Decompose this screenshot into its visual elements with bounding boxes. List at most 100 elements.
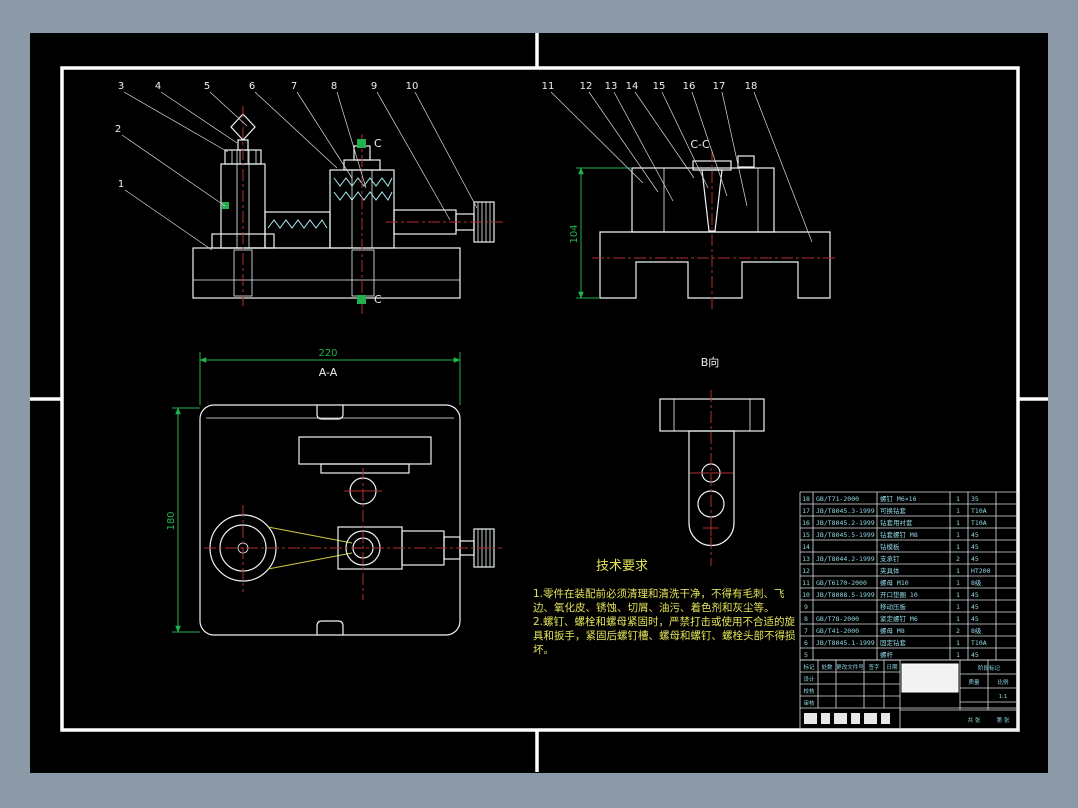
bom-material: 45 [971,615,979,623]
bom-name: 钻模板 [880,542,900,551]
bom-material: 45 [971,603,979,611]
bom-qty: 1 [956,615,960,623]
tb-scale-value: 1:1 [999,694,1008,700]
tb-scale-label: 比例 [997,678,1009,686]
bom-qty: 1 [956,603,960,611]
bom-no: 18 [802,495,810,503]
bom-code: GB/T41-2000 [816,627,859,635]
bom-qty: 2 [956,627,960,635]
bom-no: 7 [804,627,808,635]
bom-material: 8级 [971,578,982,587]
revision-cells [804,713,890,724]
tech-req-line: 边、氧化皮、锈蚀、切屑、油污、着色剂和灰尘等。 [533,601,775,614]
balloon-10: 10 [406,81,419,92]
tb-check: 校核 [803,687,815,695]
cut-label-bottom: C [374,293,382,306]
bom-qty: 1 [956,543,960,551]
balloon-2: 2 [115,124,121,135]
balloon-13: 13 [605,81,618,92]
dim-aa-height: 180 [166,407,200,633]
bom-name: 可换钻套 [880,506,907,515]
bom-qty: 1 [956,579,960,587]
balloons: 1 2 3 4 5 6 7 8 9 10 11 12 13 14 15 16 1… [115,81,813,251]
bom-name: 钻套螺钉 M8 [880,530,918,539]
upper-block [631,167,775,233]
section-cc-label: C-C [690,138,710,151]
balloon-18: 18 [745,81,758,92]
bom-code: JB/T8045.5-1999 [816,531,875,539]
bom-name: 钻套用衬套 [880,518,913,527]
tech-req-line: 具和扳手，紧固后螺钉槽、螺母和螺钉、螺栓头部不得损 [533,629,796,642]
bom-material: 35 [971,495,979,503]
bom-code: GB/T78-2000 [816,615,859,623]
bom-code: JB/T8044.2-1999 [816,555,875,563]
balloon-17: 17 [713,81,726,92]
bom-material: T10A [971,507,987,515]
tech-req-title: 技术要求 [596,559,648,574]
bom-code: JB/T8045.3-1999 [816,507,875,515]
balloon-9: 9 [371,81,377,92]
bom-qty: 1 [956,531,960,539]
bom-qty: 1 [956,495,960,503]
sheet-frame [30,33,1048,772]
bom-name: 螺母 M10 [880,578,909,587]
dim-104: 104 [569,224,580,243]
bom-qty: 1 [956,651,960,659]
balloon-16: 16 [683,81,696,92]
bom-name: 移动压板 [880,602,907,611]
bom-name: 螺母 M8 [880,626,905,635]
front-view: C C [192,106,504,316]
weld-symbol [222,202,229,209]
balloon-6: 6 [249,81,255,92]
bom-qty: 1 [956,567,960,575]
dim-aa-width: 220 [199,348,461,405]
tb-stage: 阶段标记 [978,664,1001,672]
bom-no: 10 [802,591,810,599]
bom-no: 11 [802,579,810,587]
tb-count: 处数 [821,663,833,671]
bom-code: JB/T8045.2-1999 [816,519,875,527]
bom-code: JB/T8045.1-1999 [816,639,875,647]
drawing-sheet [30,33,1048,773]
bom-no: 16 [802,519,810,527]
dim-220: 220 [318,348,337,359]
bom-name: 夹具体 [880,566,900,575]
tech-req-line: 2.螺钉、螺栓和螺母紧固时，严禁打击或使用不合适的旋 [533,615,796,628]
bom-material: T10A [971,519,987,527]
tb-file: 更改文件号 [836,663,864,671]
bom-no: 14 [802,543,810,551]
view-aa: 220 A-A [166,348,502,636]
balloon-3: 3 [118,81,124,92]
bom-material: T10A [971,639,987,647]
tb-sign: 签字 [868,663,880,671]
technical-requirements: 技术要求 1.零件在装配前必须清理和清洗干净，不得有毛刺、飞 边、氧化皮、锈蚀、… [533,559,796,656]
bom-name: 开口垫圈 10 [880,590,918,599]
view-aa-label: A-A [319,366,338,379]
bom-code: GB/T71-2000 [816,495,859,503]
bom-name: 支承钉 [880,554,900,563]
bom-no: 5 [804,651,808,659]
dim-180: 180 [166,511,177,530]
view-b-label: B向 [701,355,720,369]
cut-mark-top [357,139,366,148]
bom-no: 8 [804,615,808,623]
tb-sheet-no: 第 张 [997,716,1010,724]
bom-no: 13 [802,555,810,563]
bom-qty: 1 [956,507,960,515]
drawing-number-cell [901,663,959,693]
balloon-12: 12 [580,81,593,92]
tb-review: 审核 [803,699,815,707]
bom-name: 固定钻套 [880,638,907,647]
tech-req-line: 1.零件在装配前必须清理和清洗干净，不得有毛刺、飞 [533,587,785,600]
balloon-1: 1 [118,179,124,190]
